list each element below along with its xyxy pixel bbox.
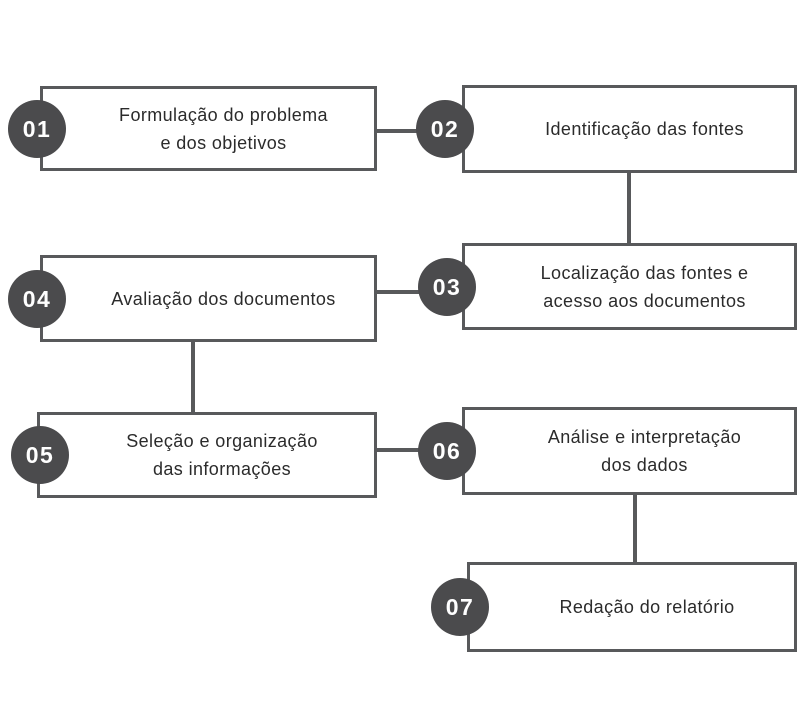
step-03-label-line1: Localização das fontes e xyxy=(540,262,749,283)
step-01-number-badge: 01 xyxy=(8,100,66,158)
step-05-number-badge: 05 xyxy=(11,426,69,484)
step-03-label-line2: acesso aos documentos xyxy=(543,290,746,311)
step-03-box: Localização das fontes e acesso aos docu… xyxy=(462,243,797,330)
step-03-number-badge: 03 xyxy=(418,258,476,316)
step-07-label-line1: Redação do relatório xyxy=(559,597,735,617)
step-02-label-line1: Identificação das fontes xyxy=(545,119,744,139)
connector-step02-step03 xyxy=(627,171,631,245)
step-02-box: Identificação das fontes xyxy=(462,85,797,173)
step-04-box: Avaliação dos documentos xyxy=(40,255,377,342)
step-05-label-line1: Seleção e organização xyxy=(126,431,318,451)
step-05-label-line2: das informações xyxy=(152,459,292,479)
step-01-label-line2: e dos objetivos xyxy=(160,132,287,153)
connector-step04-step05 xyxy=(191,340,195,414)
step-06-label-line1: Análise e interpretação xyxy=(547,427,742,447)
step-01-label-line1: Formulação do problema xyxy=(119,104,328,125)
step-02-number-badge: 02 xyxy=(416,100,474,158)
step-07-box: Redação do relatório xyxy=(467,562,797,652)
step-06-number-badge: 06 xyxy=(418,422,476,480)
step-06-box: Análise e interpretação dos dados xyxy=(462,407,797,495)
step-04-number-badge: 04 xyxy=(8,270,66,328)
step-04-label-line1: Avaliação dos documentos xyxy=(111,288,336,309)
connector-step04-step03 xyxy=(377,290,424,294)
step-05-box: Seleção e organização das informações xyxy=(37,412,377,498)
connector-step05-step06 xyxy=(377,448,424,452)
step-01-box: Formulação do problema e dos objetivos xyxy=(40,86,377,171)
step-06-label-line2: dos dados xyxy=(601,455,688,475)
step-07-number-badge: 07 xyxy=(431,578,489,636)
connector-step01-step02 xyxy=(377,129,423,133)
connector-step06-step07 xyxy=(633,493,637,564)
